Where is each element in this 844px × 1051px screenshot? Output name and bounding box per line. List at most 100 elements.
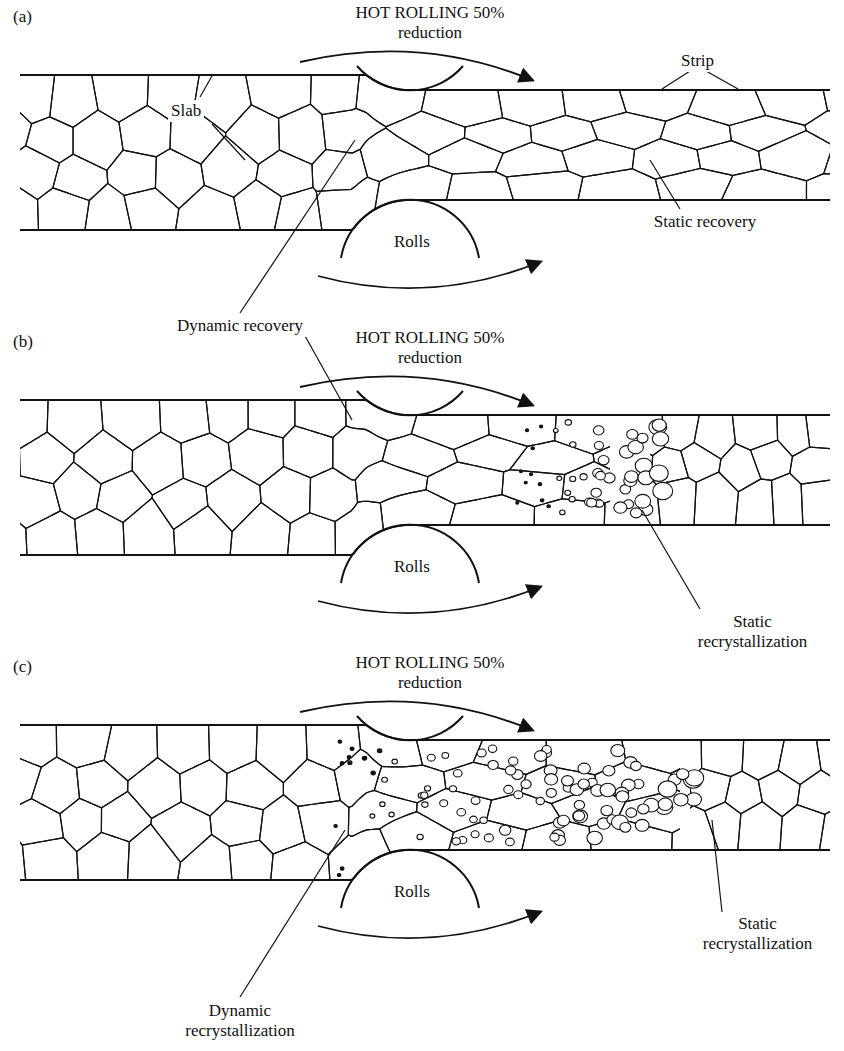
recrystallized-grain	[772, 473, 804, 530]
top-roll	[357, 66, 463, 90]
process-label: Static recrystallization	[675, 611, 830, 652]
recrystallization-nucleus	[547, 505, 551, 508]
recrystallization-nucleus	[598, 455, 609, 464]
recrystallization-nucleus	[635, 494, 651, 508]
grain-boundary	[295, 400, 346, 437]
recrystallization-nucleus	[425, 786, 431, 791]
grain-boundary	[687, 90, 765, 126]
grain-boundary	[506, 171, 583, 200]
grain-boundary	[660, 113, 731, 150]
recrystallization-nucleus	[649, 465, 668, 481]
recrystallization-nucleus	[422, 802, 428, 808]
rotation-arrow	[300, 51, 532, 80]
bottom-roll	[341, 850, 479, 908]
grain-boundary	[271, 842, 330, 880]
recrystallization-nucleus	[509, 757, 518, 765]
grain-boundary	[26, 511, 78, 555]
grain-boundary	[151, 802, 212, 862]
recrystallization-nucleus	[504, 785, 513, 793]
grain-boundary	[230, 502, 290, 555]
process-label: Dynamic recovery	[170, 315, 310, 337]
recrystallization-nucleus	[626, 808, 637, 817]
recrystallization-nucleus	[340, 762, 344, 765]
grain-boundary	[206, 400, 248, 443]
recrystallization-nucleus	[350, 747, 354, 750]
recrystallization-nucleus	[538, 483, 542, 486]
recrystallization-nucleus	[562, 776, 574, 786]
rolling-panel	[0, 376, 844, 613]
rotation-arrow	[318, 262, 540, 288]
grain-boundary	[310, 468, 358, 522]
grain-boundary	[279, 104, 326, 164]
grain-boundary	[449, 820, 527, 850]
leader-line	[212, 124, 245, 160]
grain-boundary	[73, 110, 123, 170]
recrystallization-nucleus	[625, 471, 638, 483]
grain-boundary	[9, 799, 63, 845]
leader-line	[240, 140, 355, 313]
grain-boundary	[3, 75, 55, 124]
recrystallization-nucleus	[519, 470, 522, 473]
grain-boundary	[60, 798, 102, 851]
process-title: HOT ROLLING 50% reduction	[345, 2, 515, 43]
recrystallization-nucleus	[611, 745, 625, 757]
panel-letter: (a)	[10, 6, 35, 28]
grain-boundary	[358, 725, 423, 767]
bottom-roll	[341, 200, 479, 258]
leader-line	[662, 71, 690, 89]
leader-line	[240, 830, 345, 997]
rotation-arrow	[318, 587, 540, 613]
grain-boundary	[604, 493, 610, 525]
grain-boundary	[128, 824, 181, 880]
grain-boundary	[729, 115, 806, 151]
grain-boundary	[159, 400, 209, 443]
grain-boundary	[0, 135, 9, 221]
recrystallized-grain	[841, 410, 844, 462]
recrystallization-nucleus	[601, 805, 613, 815]
grain-boundary	[260, 467, 311, 524]
grain-boundary	[19, 432, 74, 484]
process-label: Dynamic recrystallization	[160, 1000, 320, 1041]
grain-boundary	[0, 400, 48, 449]
recrystallized-grain	[758, 770, 800, 816]
recrystallization-nucleus	[658, 798, 672, 810]
grain-boundary	[92, 75, 149, 122]
grain-boundary	[123, 498, 175, 555]
recrystallized-grain	[839, 463, 844, 530]
rotation-arrow	[300, 376, 532, 405]
grain-boundary	[288, 513, 336, 555]
recrystallization-nucleus	[477, 749, 486, 757]
grain-boundary	[655, 168, 732, 200]
grain-boundary	[562, 139, 635, 177]
recrystallization-nucleus	[389, 812, 394, 817]
grain-boundary	[101, 791, 151, 842]
process-label: Static recrystallization	[680, 913, 835, 954]
grain-boundary	[47, 400, 103, 454]
recrystallization-nucleus	[614, 502, 627, 513]
recrystallization-nucleus	[553, 429, 558, 433]
grain-boundary	[429, 138, 504, 174]
grain-boundary	[298, 801, 349, 855]
process-label: Static recovery	[650, 211, 760, 233]
grain-boundary	[386, 111, 465, 155]
recrystallization-nucleus	[574, 800, 584, 809]
grain-boundary	[0, 434, 20, 481]
grain-boundary	[306, 725, 361, 771]
recrystallized-grain	[719, 444, 761, 492]
grain-boundary	[274, 187, 322, 230]
grain-boundary	[806, 174, 844, 200]
recrystallized-grain	[780, 805, 825, 855]
grain-boundary	[426, 462, 504, 504]
grain-boundary	[487, 792, 562, 830]
grain-boundary	[178, 835, 232, 880]
recrystallization-nucleus	[348, 761, 352, 765]
recrystallization-nucleus	[525, 429, 528, 432]
recrystallization-nucleus	[452, 838, 460, 845]
recrystallization-nucleus	[674, 793, 688, 806]
recrystallization-nucleus	[570, 476, 576, 481]
grain-boundary	[104, 725, 157, 781]
grain-boundary	[22, 838, 78, 880]
grain-boundary	[124, 188, 179, 230]
panel-letter: (b)	[10, 331, 36, 353]
